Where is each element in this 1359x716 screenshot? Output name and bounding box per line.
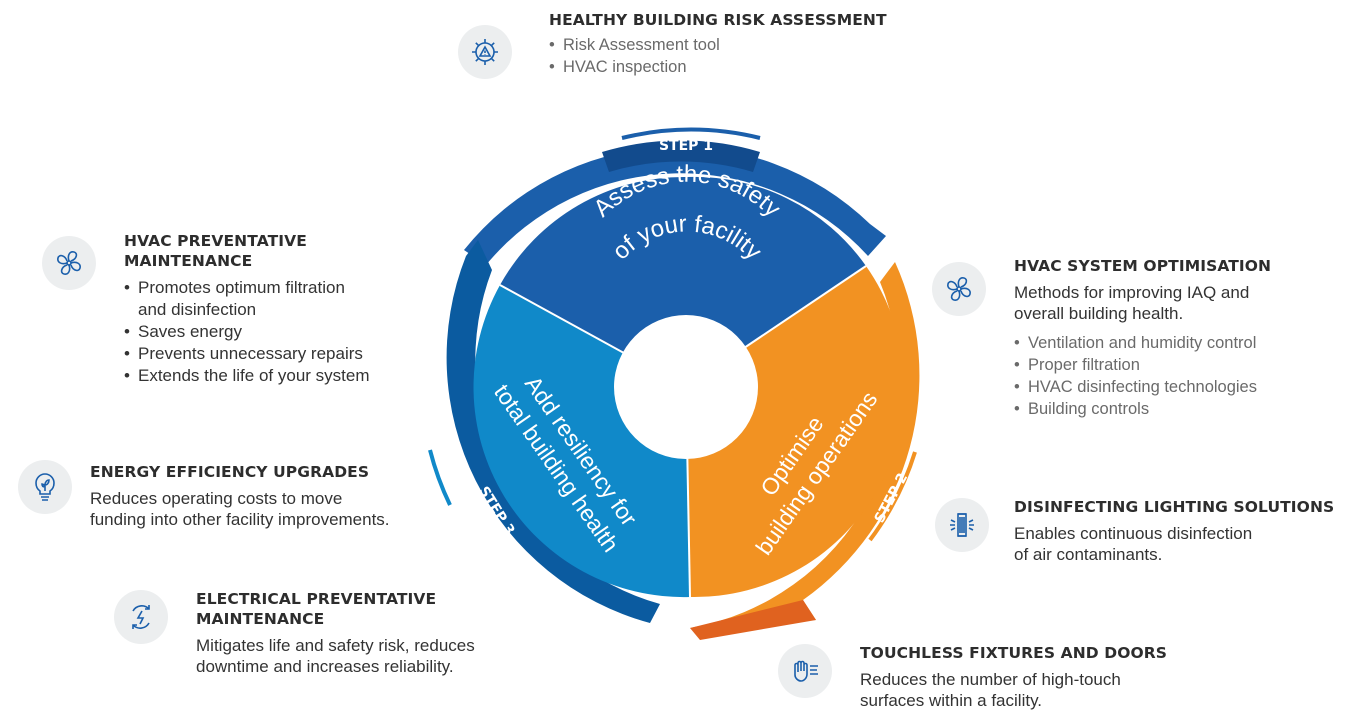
list-item: Building controls — [1014, 398, 1271, 420]
fan-icon — [42, 236, 96, 290]
list-item: HVAC inspection — [549, 56, 887, 78]
lightbulb-leaf-icon — [18, 460, 72, 514]
risk-assessment-block: HEALTHY BUILDING RISK ASSESSMENT Risk As… — [549, 10, 887, 78]
step1-accent — [621, 127, 761, 140]
list-item: Promotes optimum filtration — [124, 277, 370, 299]
center-hole — [614, 315, 758, 459]
disinfecting-lighting-desc-2: of air contaminants. — [1014, 545, 1163, 564]
energy-efficiency-desc-1: Reduces operating costs to move — [90, 489, 343, 508]
electrical-preventative-desc-2: downtime and increases reliability. — [196, 657, 454, 676]
electrical-preventative-desc-1: Mitigates life and safety risk, reduces — [196, 636, 475, 655]
step2-accent — [868, 451, 917, 542]
energy-efficiency-title: ENERGY EFFICIENCY UPGRADES — [90, 463, 370, 481]
hvac-preventative-title-1: HVAC PREVENTATIVE — [124, 232, 307, 250]
disinfecting-lighting-desc-1: Enables continuous disinfection — [1014, 524, 1253, 543]
touchless-hand-icon — [778, 644, 832, 698]
list-item: Proper filtration — [1014, 354, 1271, 376]
touchless-fixtures-block: TOUCHLESS FIXTURES AND DOORS Reduces the… — [860, 643, 1167, 711]
disinfecting-lighting-title: DISINFECTING LIGHTING SOLUTIONS — [1014, 498, 1335, 516]
list-item: Saves energy — [124, 321, 370, 343]
segment-optimise — [686, 266, 905, 598]
step1-arc — [464, 146, 886, 265]
list-item: HVAC disinfecting technologies — [1014, 376, 1271, 398]
uv-lamp-icon — [935, 498, 989, 552]
step2-tail — [690, 600, 816, 640]
electrical-preventative-block: ELECTRICAL PREVENTATIVE MAINTENANCE Miti… — [196, 589, 475, 677]
step3-accent — [428, 449, 452, 506]
electrical-preventative-title-1: ELECTRICAL PREVENTATIVE — [196, 590, 437, 608]
hvac-optimisation-title: HVAC SYSTEM OPTIMISATION — [1014, 257, 1272, 275]
list-item: Ventilation and humidity control — [1014, 332, 1271, 354]
touchless-fixtures-title: TOUCHLESS FIXTURES AND DOORS — [860, 644, 1168, 662]
risk-assessment-title: HEALTHY BUILDING RISK ASSESSMENT — [549, 11, 887, 29]
fan-icon — [932, 262, 986, 316]
touchless-fixtures-desc-1: Reduces the number of high-touch — [860, 670, 1121, 689]
hvac-preventative-title-2: MAINTENANCE — [124, 252, 253, 270]
gear-warning-icon — [458, 25, 512, 79]
list-item: and disinfection — [138, 300, 257, 319]
list-item: Prevents unnecessary repairs — [124, 343, 370, 365]
hvac-optimisation-desc-2: overall building health. — [1014, 304, 1184, 323]
list-item: Extends the life of your system — [124, 365, 370, 387]
hvac-optimisation-desc-1: Methods for improving IAQ and — [1014, 283, 1250, 302]
electrical-preventative-title-2: MAINTENANCE — [196, 610, 325, 628]
power-cycle-icon — [114, 590, 168, 644]
disinfecting-lighting-block: DISINFECTING LIGHTING SOLUTIONS Enables … — [1014, 497, 1334, 565]
hvac-preventative-block: HVAC PREVENTATIVE MAINTENANCE Promotes o… — [124, 231, 370, 387]
energy-efficiency-desc-2: funding into other facility improvements… — [90, 510, 390, 529]
step1-label: STEP 1 — [659, 138, 713, 154]
step1-band — [602, 140, 760, 172]
touchless-fixtures-desc-2: surfaces within a facility. — [860, 691, 1043, 710]
step2-arc — [690, 262, 920, 628]
energy-efficiency-block: ENERGY EFFICIENCY UPGRADES Reduces opera… — [90, 462, 390, 530]
list-item: Risk Assessment tool — [549, 34, 887, 56]
hvac-optimisation-block: HVAC SYSTEM OPTIMISATION Methods for imp… — [1014, 256, 1271, 420]
